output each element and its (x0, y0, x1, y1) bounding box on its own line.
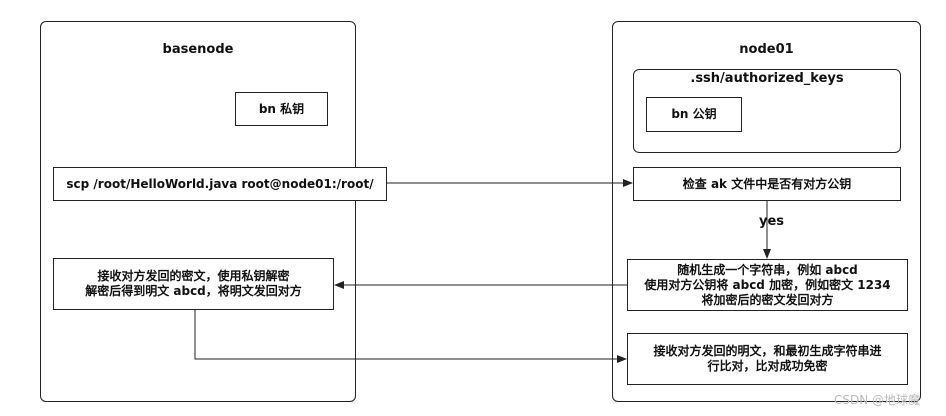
yes-label: yes (757, 214, 787, 229)
node01-title: node01 (739, 42, 794, 57)
private-key-box: bn 私钥 (235, 92, 328, 126)
decrypt-line-2: 解密后得到明文 abcd，将明文发回对方 (85, 284, 302, 298)
decrypt-line-1: 接收对方发回的密文，使用私钥解密 (97, 269, 290, 283)
public-key-box: bn 公钥 (646, 97, 742, 132)
check-box: 检查 ak 文件中是否有对方公钥 (633, 167, 901, 201)
random-line-2: 使用对方公钥将 abcd 加密，例如密文 1234 (644, 277, 891, 292)
check-label: 检查 ak 文件中是否有对方公钥 (682, 176, 852, 191)
compare-line-2: 行比对，比对成功免密 (707, 359, 828, 373)
authorized-keys-title: .ssh/authorized_keys (690, 71, 844, 86)
watermark: CSDN @地球魔 (834, 393, 921, 407)
compare-box: 接收对方发回的明文，和最初生成字符串进 行比对，比对成功免密 (627, 333, 908, 385)
random-line-3: 将加密后的密文发回对方 (701, 292, 834, 307)
private-key-label: bn 私钥 (258, 101, 305, 116)
random-encrypt-box: 随机生成一个字符串，例如 abcd 使用对方公钥将 abcd 加密，例如密文 1… (627, 259, 908, 311)
arrow-decrypt-to-compare (194, 310, 627, 363)
scp-command-box: scp /root/HelloWorld.java root@node01:/r… (53, 167, 387, 201)
public-key-label: bn 公钥 (671, 107, 717, 121)
basenode-panel: basenode (40, 21, 356, 402)
basenode-title: basenode (162, 42, 234, 57)
compare-line-1: 接收对方发回的明文，和最初生成字符串进 (653, 344, 882, 358)
decrypt-box: 接收对方发回的密文，使用私钥解密 解密后得到明文 abcd，将明文发回对方 (53, 258, 334, 310)
scp-command-label: scp /root/HelloWorld.java root@node01:/r… (66, 176, 374, 191)
random-line-1: 随机生成一个字符串，例如 abcd (677, 262, 858, 277)
